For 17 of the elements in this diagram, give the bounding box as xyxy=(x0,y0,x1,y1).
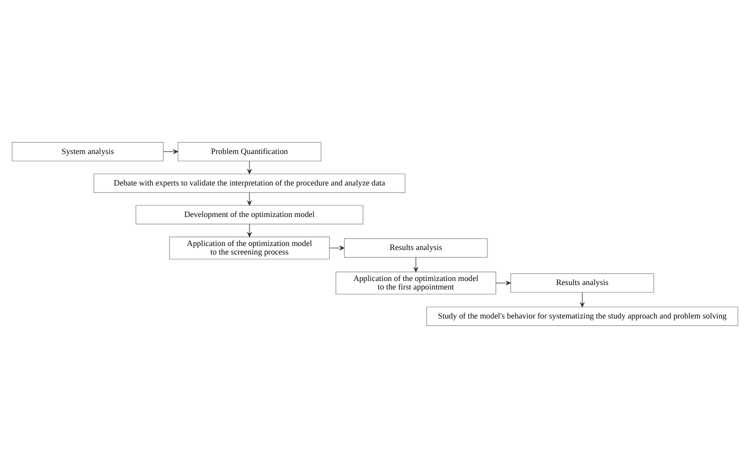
arrow xyxy=(247,160,252,174)
arrow xyxy=(247,224,252,238)
arrow xyxy=(496,280,511,286)
arrow xyxy=(247,192,252,206)
node-box: Application of the optimization model to the screening process xyxy=(169,236,330,260)
arrow xyxy=(329,246,345,250)
node-box: Debate with experts to validate the interpretation of the procedure and analyze data xyxy=(94,174,406,193)
arrow xyxy=(580,292,585,308)
arrow xyxy=(413,257,418,272)
node-box: Application of the optimization model to the first appointment xyxy=(336,272,496,294)
node-box: Problem Quantification xyxy=(178,142,322,162)
node-box: Development of the optimization model xyxy=(136,205,364,224)
arrow xyxy=(163,149,178,154)
node-box: Study of the model's behavior for systematizing the study approach and problem solving xyxy=(426,306,738,326)
node-box: Results analysis xyxy=(510,273,654,293)
node-box: Results analysis xyxy=(344,238,488,258)
node-box: System analysis xyxy=(12,142,164,162)
